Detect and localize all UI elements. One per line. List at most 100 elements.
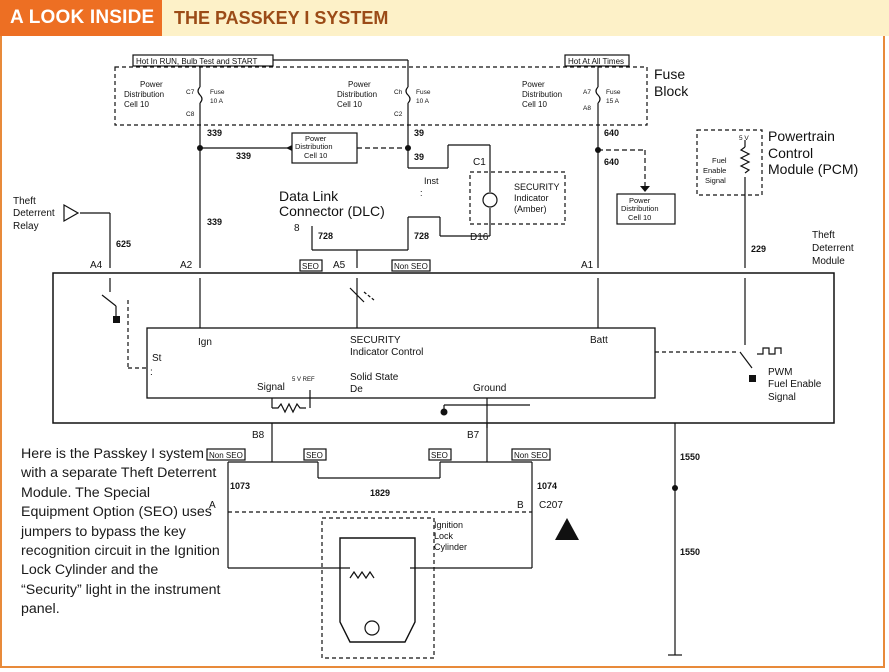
nonseo-tag: Non SEO xyxy=(394,262,428,271)
connector-a: A xyxy=(209,500,216,511)
security-label: SECURITY xyxy=(514,182,560,192)
tdm-label: Theft xyxy=(812,230,835,241)
wire-label: 1074 xyxy=(537,481,557,491)
fuse-pin: C8 xyxy=(186,111,195,118)
fuse-label: Fuse xyxy=(606,89,621,96)
tdm-label: Module xyxy=(812,256,845,267)
pcm-signal-label: Signal xyxy=(705,176,726,185)
fuse-cell-label: Distribution xyxy=(522,90,562,99)
tdm-inner-box xyxy=(146,327,656,399)
cell10-label: Cell 10 xyxy=(304,151,327,160)
ign-label: Ign xyxy=(198,337,212,348)
pcm-signal-label: Fuel xyxy=(712,156,727,165)
pcm-label: Powertrain xyxy=(768,128,835,144)
pcm-resistor xyxy=(739,146,751,174)
seo-tag: SEO xyxy=(306,451,323,460)
solid-state-label: De xyxy=(350,384,363,395)
pin-a4: A4 xyxy=(90,260,103,271)
cell10-label: Power xyxy=(305,134,327,143)
ignition-key-icon xyxy=(339,537,416,643)
relay-icon xyxy=(63,203,80,223)
caption-text: Here is the Passkey I system with a sepa… xyxy=(21,446,221,618)
fuse-cell-label: Cell 10 xyxy=(337,100,362,109)
pwm-wave-icon xyxy=(757,347,782,355)
ignition-label: Cylinder xyxy=(434,542,467,552)
st-label: St xyxy=(152,353,162,364)
seo-tag: SEO xyxy=(302,262,319,271)
cell10-box-b xyxy=(616,193,676,225)
fuse-cell-label: Power xyxy=(140,80,163,89)
connector-pin: D16 xyxy=(470,232,489,243)
dlc-label: Data Link xyxy=(279,188,339,204)
security-label: Indicator xyxy=(514,193,549,203)
security-indicator-box xyxy=(469,171,566,225)
fuse-pin: A7 xyxy=(583,89,591,96)
solid-state-label: Solid State xyxy=(350,372,399,383)
vref-label: 5 V REF xyxy=(292,377,315,383)
cell10-label: Distribution xyxy=(295,142,333,151)
fuse-pin: Ch xyxy=(394,89,403,96)
connector-c207: C207 xyxy=(539,500,563,511)
fuse-cell-label: Cell 10 xyxy=(522,100,547,109)
fuse-amp: 15 A xyxy=(606,98,620,105)
fuse-cell-label: Distribution xyxy=(124,90,164,99)
seo-tag: SEO xyxy=(431,451,448,460)
batt-label: Batt xyxy=(590,335,608,346)
relay-label: Deterrent xyxy=(13,208,55,219)
hot-always-label: Hot At All Times xyxy=(568,57,624,66)
security-control-label: Indicator Control xyxy=(350,347,423,358)
wire-label: 339 xyxy=(207,128,222,138)
wire-label: 1829 xyxy=(370,488,390,498)
cell10-label: Distribution xyxy=(621,204,659,213)
relay-label: Theft xyxy=(13,196,36,207)
security-control-label: SECURITY xyxy=(350,335,401,346)
content-frame xyxy=(0,36,885,668)
fuse-label: Fuse xyxy=(210,89,225,96)
cell10-label: Cell 10 xyxy=(628,213,651,222)
page-title: THE PASSKEY I SYSTEM xyxy=(174,8,389,28)
fuse-amp: 10 A xyxy=(416,98,430,105)
wire-label: 640 xyxy=(604,157,619,167)
inst-label: Inst xyxy=(424,176,439,186)
section-tag: A LOOK INSIDE xyxy=(0,0,162,36)
tdm-label: Deterrent xyxy=(812,243,854,254)
hot-run-label-box xyxy=(132,54,274,67)
wire-label: 640 xyxy=(604,128,619,138)
fuse-cell-label: Power xyxy=(348,80,371,89)
wire-label: 1550 xyxy=(680,452,700,462)
wire-label: 1550 xyxy=(680,547,700,557)
pin-b8: B8 xyxy=(252,430,265,441)
vref-resistor xyxy=(272,402,306,414)
pcm-signal-label: Enable xyxy=(703,166,726,175)
dlc-label: Connector (DLC) xyxy=(279,203,385,219)
pin-a5: A5 xyxy=(333,260,346,271)
dlc-pin: 8 xyxy=(294,223,300,234)
pin-a2: A2 xyxy=(180,260,193,271)
nonseo-tag: Non SEO xyxy=(209,451,243,460)
pin-b7: B7 xyxy=(467,430,480,441)
wire-label: 728 xyxy=(414,231,429,241)
wire-label: 39 xyxy=(414,152,424,162)
fuse2-element xyxy=(405,86,411,104)
inst-colon: : xyxy=(420,188,423,198)
nonseo-tag: Non SEO xyxy=(514,451,548,460)
wire-label: 625 xyxy=(116,239,131,249)
tdm-box xyxy=(52,272,835,424)
pwm-label: PWM xyxy=(768,367,792,378)
cell10-label: Power xyxy=(629,196,651,205)
wire-label: 1073 xyxy=(230,481,250,491)
cell10-box-a xyxy=(291,132,358,164)
hot-run-label: Hot In RUN, Bulb Test and START xyxy=(136,57,257,66)
pcm-voltage: 5 V xyxy=(739,135,749,142)
wire-label: 339 xyxy=(207,217,222,227)
fuse-cell-label: Distribution xyxy=(337,90,377,99)
pcm-label: Control xyxy=(768,145,813,161)
security-label: (Amber) xyxy=(514,204,547,214)
lamp-icon xyxy=(482,192,498,208)
fuse-block-label: Fuse xyxy=(654,66,685,82)
pwm-label: Fuel Enable xyxy=(768,379,822,390)
ground-label: Ground xyxy=(473,383,506,394)
wire-label: 39 xyxy=(414,128,424,138)
wire-label: 339 xyxy=(236,151,251,161)
